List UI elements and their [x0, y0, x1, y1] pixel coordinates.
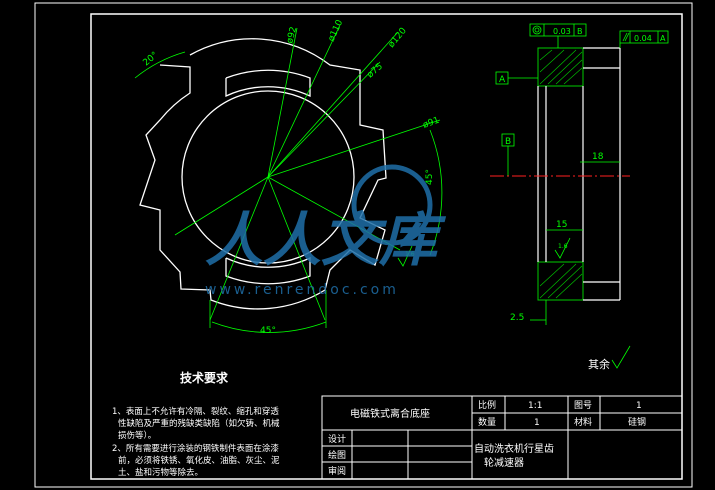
tol-concentric-datum: B	[577, 27, 583, 36]
notes-line-2: 性缺陷及严重的残缺类缺陷（如欠铸、机械	[118, 418, 280, 429]
dim-angle-45-side: 45°	[425, 169, 435, 185]
notes-line-1: 1、表面上不允许有冷隔、裂纹、缩孔和穿透	[112, 406, 279, 417]
dim-angle-20: 20°	[142, 50, 161, 68]
leader-d92	[267, 27, 298, 178]
scale-label: 比例	[478, 399, 496, 411]
drawing-no-label: 图号	[574, 400, 592, 411]
material-label: 材料	[574, 416, 592, 428]
dim-angle-45-bottom: 45°	[260, 326, 276, 336]
tolerance-parallel	[619, 30, 669, 48]
scale-value: 1:1	[528, 401, 542, 411]
leader-d91	[267, 119, 441, 178]
leader-center-4	[267, 176, 326, 321]
arc-20deg	[134, 51, 186, 79]
datum-a-label: A	[499, 75, 506, 85]
drawing-no-value: 1	[636, 401, 642, 411]
outer-frame	[34, 2, 693, 488]
project-line-2: 轮减速器	[484, 456, 524, 469]
bottom-hatch	[537, 261, 584, 301]
dim-d91: ø91	[422, 116, 441, 131]
dim-15: 15	[556, 220, 567, 230]
leader-d110	[267, 24, 341, 178]
dim-d120: ø120	[387, 26, 409, 50]
outer-ring-profile	[139, 38, 387, 310]
watermark-url: www.renrendoc.com	[205, 282, 399, 298]
dim-2-5: 2.5	[510, 313, 524, 323]
review-label: 审阅	[328, 465, 346, 477]
qty-value: 1	[534, 418, 540, 428]
watermark: 人人文库 www.renrendoc.com	[205, 164, 447, 298]
dim-d110: ø110	[327, 18, 346, 43]
notes-line-3: 损伤等）。	[118, 430, 156, 441]
inner-bore	[181, 90, 355, 264]
roughness-symbol-front	[397, 245, 413, 267]
top-slot	[225, 69, 311, 98]
leader-center-1	[174, 176, 269, 236]
roughness-symbol-side	[554, 237, 571, 259]
arc-45deg-bottom	[211, 321, 327, 333]
leader-d120	[267, 31, 399, 178]
part-name: 电磁铁式离合底座	[350, 407, 430, 420]
notes-title: 技术要求	[180, 370, 229, 385]
rough-side-value: 1.6	[558, 243, 568, 250]
rough-front-value: 1.6	[405, 251, 415, 258]
dim-d92: ø92	[285, 26, 299, 45]
leader-center-3	[209, 176, 269, 321]
notes-line-6: 土、盐和污物等除去。	[118, 467, 203, 478]
tol-concentric-value: 0.03	[553, 27, 571, 36]
watermark-text: 人人文库	[205, 206, 447, 274]
bottom-slot	[225, 256, 311, 285]
side-view: A B 0.03 B 0.04 A	[490, 23, 669, 325]
notes-line-4: 2、所有需要进行涂装的钢铁制件表面在涂漆	[112, 443, 279, 454]
rest-roughness-symbol	[611, 345, 631, 369]
material-value: 硅钢	[628, 416, 646, 428]
draw-label: 绘图	[328, 449, 346, 461]
project-line-1: 自动洗衣机行星齿	[474, 442, 554, 455]
datum-b-label: B	[505, 137, 511, 147]
leader-d75	[267, 61, 381, 178]
title-block	[321, 395, 683, 480]
tolerance-concentric	[529, 23, 587, 48]
top-hatch	[537, 47, 584, 87]
arc-45deg-side	[429, 129, 443, 256]
design-label: 设计	[328, 433, 346, 445]
tol-parallel-value: 0.04	[634, 34, 652, 43]
tol-parallel-datum: A	[660, 34, 666, 43]
rest-label: 其余	[588, 357, 610, 371]
dim-18: 18	[592, 152, 604, 162]
notes-line-5: 前，必须将铁锈、氧化皮、油脂、灰尘、泥	[118, 455, 280, 466]
qty-label: 数量	[478, 416, 496, 428]
